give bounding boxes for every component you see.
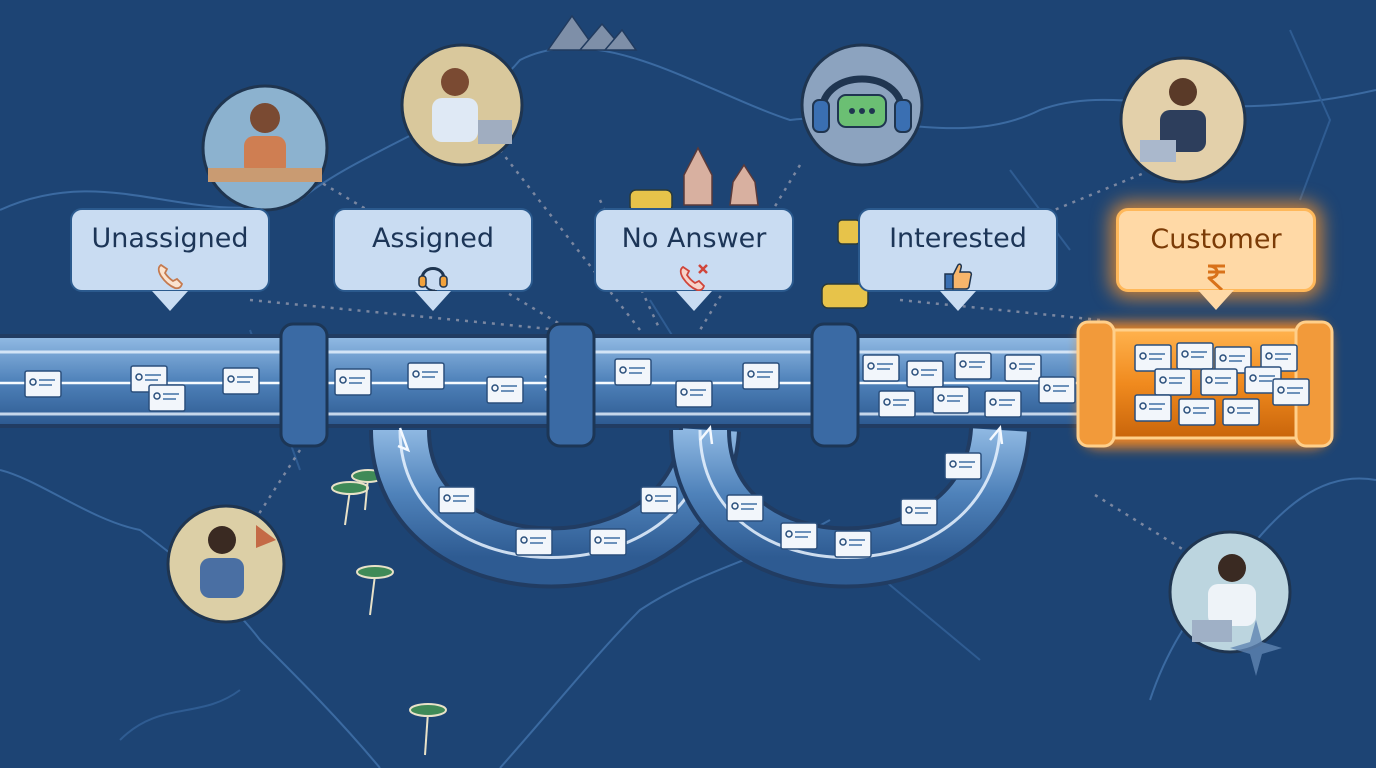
stage-label: Assigned [371,223,495,254]
chat-headset-icon [800,43,924,167]
sparkle-icon [1230,620,1282,676]
auto-rickshaw-icon [629,189,869,309]
rupee-icon [1207,264,1225,292]
agent-avatar-icon [1119,56,1247,184]
mountains-icon [546,14,638,51]
thumbs-up-icon [944,263,973,290]
headset-icon [418,267,448,292]
stage-label: Interested [889,223,1027,254]
connection-lines [249,148,1201,562]
stage-label: Unassigned [91,223,249,254]
agent-avatar-icon [201,84,329,212]
palm-tree-icon [331,469,447,756]
stage-assigned: Assigned [333,208,533,311]
temple-icon [683,146,759,206]
stage-unassigned: Unassigned [70,208,270,311]
agent-avatar-icon [166,504,286,624]
pipe-coupling [279,322,860,448]
stage-customer: Customer [1116,208,1316,310]
stage-label: Customer [1150,224,1282,255]
return-loop-pipe [369,426,1031,589]
missed-call-icon [679,264,708,292]
agent-avatar-icon [1168,530,1292,654]
stage-no-answer: No Answer [594,208,794,311]
agent-avatar-icon [400,43,524,167]
stage-interested: Interested [858,208,1058,311]
phone-icon [157,263,184,290]
stage-label: No Answer [621,223,767,254]
